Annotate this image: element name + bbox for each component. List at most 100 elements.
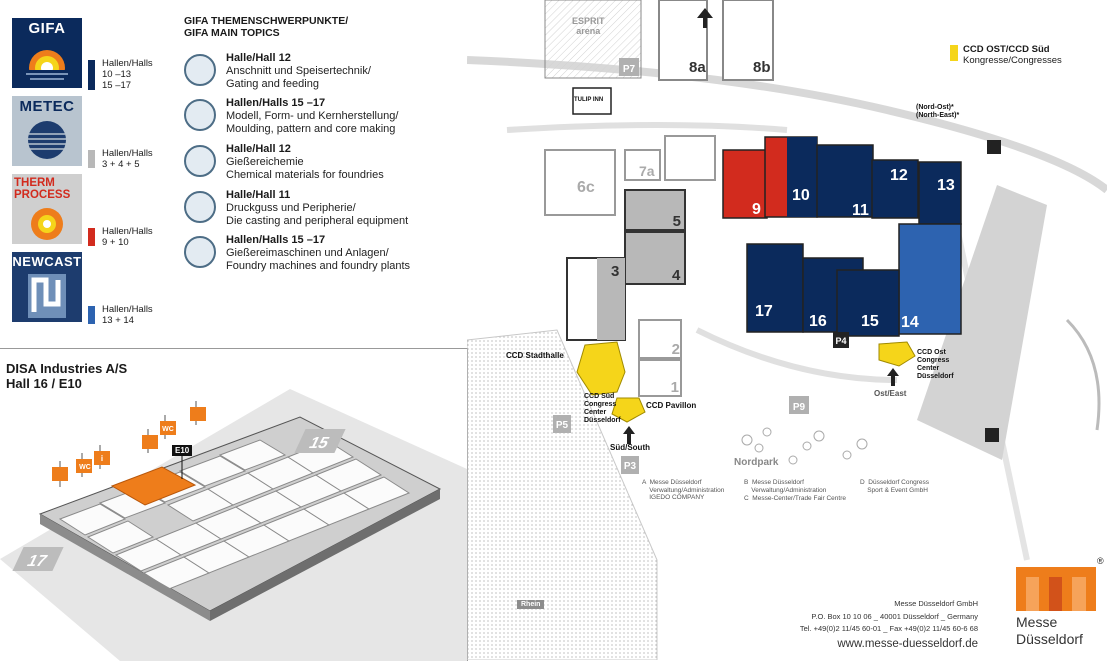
brand-tile-therm-process: THERM PROCESS [12, 174, 82, 244]
svg-text:P3: P3 [624, 461, 637, 472]
topic-gating: Halle/Hall 12 Anschnitt und Speisertechn… [184, 52, 444, 92]
topic-en: Chemical materials for foundries [226, 169, 384, 181]
topics-title-line-1: GIFA THEMENSCHWERPUNKTE/ [184, 15, 349, 27]
gifa-logo-icon [22, 50, 72, 88]
svg-text:WC: WC [162, 426, 174, 433]
label-nordpark: Nordpark [734, 457, 779, 468]
label-ccd-stadthalle: CCD Stadthalle [506, 351, 564, 360]
hall-key-label: Hallen/Halls 10 –13 15 –17 [102, 58, 153, 91]
svg-text:P4: P4 [835, 336, 846, 346]
svg-text:15: 15 [861, 313, 879, 330]
hall-key-label: Hallen/Halls 13 + 14 [102, 304, 153, 326]
topics-title-line-2: GIFA MAIN TOPICS [184, 27, 280, 39]
svg-text:17: 17 [755, 303, 773, 320]
topic-en: Die casting and peripheral equipment [226, 215, 409, 227]
label-nord-ost: (Nord-Ost)* (North-East)* [916, 104, 960, 119]
topic-de: Druckguss und Peripherie/ [226, 202, 356, 214]
exhibitor-inset: DISA Industries A/S Hall 16 / E10 [0, 348, 468, 661]
svg-text:P7: P7 [623, 64, 636, 75]
flask-icon [184, 145, 216, 177]
topic-hall: Hallen/Halls 15 –17 [226, 234, 326, 246]
swatch-grey [88, 150, 95, 168]
brand-name: METEC [19, 98, 75, 115]
svg-text:1: 1 [671, 379, 679, 396]
footer-legend-a: A Messe Düsseldorf Verwaltung/Administra… [642, 479, 725, 501]
gear-icon [184, 236, 216, 268]
topics-title: GIFA THEMENSCHWERPUNKTE/ GIFA MAIN TOPIC… [184, 15, 348, 39]
label-tulip-inn: TULIP INN [574, 97, 604, 103]
topic-hall: Halle/Hall 11 [226, 189, 291, 201]
swatch-navy [88, 60, 95, 90]
brand-tile-gifa: GIFA [12, 18, 82, 88]
topic-en: Foundry machines and foundry plants [226, 260, 411, 272]
brand-tile-newcast: NEWCAST [12, 252, 82, 322]
topic-en: Gating and feeding [226, 78, 319, 90]
footer-legend-b: B Messe Düsseldorf Verwaltung/Administra… [744, 479, 827, 494]
topic-de: Anschnitt und Speisertechnik/ [226, 65, 371, 77]
topic-de: Gießereichemie [226, 156, 304, 168]
brand-name: THERM PROCESS [14, 177, 71, 201]
topic-en: Moulding, pattern and core making [226, 123, 396, 135]
metec-logo-icon [28, 121, 66, 159]
topic-de: Modell, Form- und Kernherstellung/ [226, 110, 399, 122]
fairground-map: 8a 8b 6c 7a 5 4 3 2 1 9 10 11 12 13 14 1… [467, 0, 1107, 660]
svg-text:P9: P9 [793, 402, 806, 413]
svg-text:14: 14 [901, 314, 919, 331]
label-ccd-sued: CCD Süd Congress Center Düsseldorf [584, 393, 621, 424]
moulding-icon [184, 99, 216, 131]
label-ccd-ost: CCD Ost Congress Center Düsseldorf [917, 349, 954, 380]
stand-label: E10 [172, 445, 193, 456]
label-sued-south: Süd/South [610, 443, 650, 452]
svg-text:13: 13 [937, 177, 955, 194]
svg-text:i: i [101, 454, 103, 463]
svg-text:9: 9 [752, 201, 761, 218]
company-name: Messe Düsseldorf GmbH [894, 599, 978, 608]
svg-text:P5: P5 [556, 420, 569, 431]
svg-text:2: 2 [672, 341, 680, 358]
hall-key-label: Hallen/Halls 9 + 10 [102, 226, 153, 248]
logo-text-duesseldorf: Düsseldorf [1016, 631, 1083, 647]
label-ccd-pavillon: CCD Pavillon [646, 401, 697, 410]
swatch-red [88, 228, 95, 246]
messe-duesseldorf-logo-icon [1016, 567, 1096, 611]
company-tel: Tel. +49(0)2 11/45 60-01 _ Fax +49(0)2 1… [799, 624, 978, 633]
label-ost-east: Ost/East [874, 389, 907, 398]
exhibitor-name: DISA Industries A/S [6, 361, 128, 376]
topic-hall: Halle/Hall 12 [226, 143, 291, 155]
ccd-legend-subtitle: Kongresse/Congresses [963, 55, 1062, 66]
ccd-legend-title: CCD OST/CCD Süd [963, 44, 1050, 55]
topic-die-casting: Halle/Hall 11 Druckguss und Peripherie/ … [184, 189, 444, 229]
svg-text:5: 5 [673, 213, 681, 230]
ccd-legend-swatch [950, 45, 958, 61]
topic-chemistry: Halle/Hall 12 Gießereichemie Chemical ma… [184, 143, 444, 183]
logo-reg-mark: ® [1097, 556, 1104, 566]
footer-legend-d: D Düsseldorf Congress Sport & Event GmbH [860, 479, 929, 494]
svg-text:17: 17 [24, 552, 50, 570]
topic-de: Gießereimaschinen und Anlagen/ [226, 247, 389, 259]
svg-text:7a: 7a [639, 163, 655, 179]
newcast-logo-icon [28, 274, 66, 318]
footer-legend-c: C Messe-Center/Trade Fair Centre [744, 495, 846, 502]
logo-text-messe: Messe [1016, 614, 1058, 630]
svg-text:8b: 8b [753, 59, 771, 76]
topic-foundry-machines: Hallen/Halls 15 –17 Gießereimaschinen un… [184, 234, 444, 274]
swatch-blue [88, 306, 95, 324]
svg-text:15: 15 [306, 434, 332, 452]
svg-text:12: 12 [890, 167, 908, 184]
brand-tile-metec: METEC [12, 96, 82, 166]
svg-text:WC: WC [79, 464, 91, 471]
label-esprit: ESPRIT arena [572, 16, 605, 36]
svg-text:6c: 6c [577, 179, 595, 196]
svg-text:3: 3 [611, 263, 619, 280]
svg-text:16: 16 [809, 313, 827, 330]
hall-16-floorplan: 15 17 WC i WC [0, 389, 467, 661]
exhibitor-location: Hall 16 / E10 [6, 376, 82, 391]
therm-process-logo-icon [31, 208, 63, 240]
svg-text:10: 10 [792, 187, 810, 204]
topic-moulding: Hallen/Halls 15 –17 Modell, Form- und Ke… [184, 97, 444, 137]
svg-text:11: 11 [852, 202, 869, 219]
svg-text:8a: 8a [689, 59, 706, 76]
label-rhein: Rhein [517, 600, 545, 609]
company-website-link[interactable]: www.messe-duesseldorf.de [837, 638, 978, 650]
topic-hall: Hallen/Halls 15 –17 [226, 97, 326, 109]
